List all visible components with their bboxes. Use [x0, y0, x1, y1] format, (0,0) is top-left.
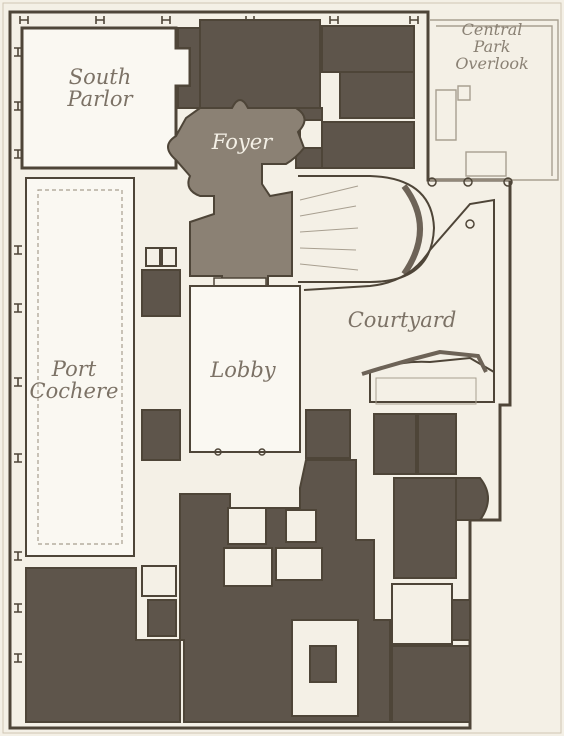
- courtyard-label: Courtyard: [347, 308, 457, 332]
- lobby-area: [189, 285, 301, 453]
- overlook-line2: Park: [473, 36, 511, 56]
- column-dots: [214, 177, 513, 456]
- port-cochere-area: [25, 177, 135, 557]
- port-cochere-label: Port Cochere: [24, 358, 124, 402]
- east-dark-rooms: [373, 413, 489, 723]
- south-parlor-line2: Parlor: [67, 87, 133, 112]
- lobby-label: Lobby: [210, 358, 276, 382]
- outer-walls: [8, 10, 512, 730]
- overlook-line1: Central: [461, 20, 523, 39]
- service-strip: [141, 247, 181, 461]
- main-staircase: [298, 175, 436, 283]
- south-parlor-label: South Parlor: [58, 66, 142, 110]
- north-service-rooms: [177, 19, 415, 169]
- overlook-line3: Overlook: [455, 53, 529, 73]
- foyer-label: Foyer: [211, 130, 273, 154]
- courtyard-area: [303, 198, 495, 405]
- southwest-dark-rooms: [25, 565, 181, 723]
- central-park-overlook-area: [430, 19, 559, 181]
- port-cochere-line1: Port: [51, 357, 97, 381]
- south-central-dark-rooms: [179, 409, 391, 723]
- central-park-overlook-label: Central Park Overlook: [444, 20, 540, 73]
- south-parlor-line1: South: [68, 65, 132, 89]
- port-cochere-line2: Cochere: [29, 379, 119, 404]
